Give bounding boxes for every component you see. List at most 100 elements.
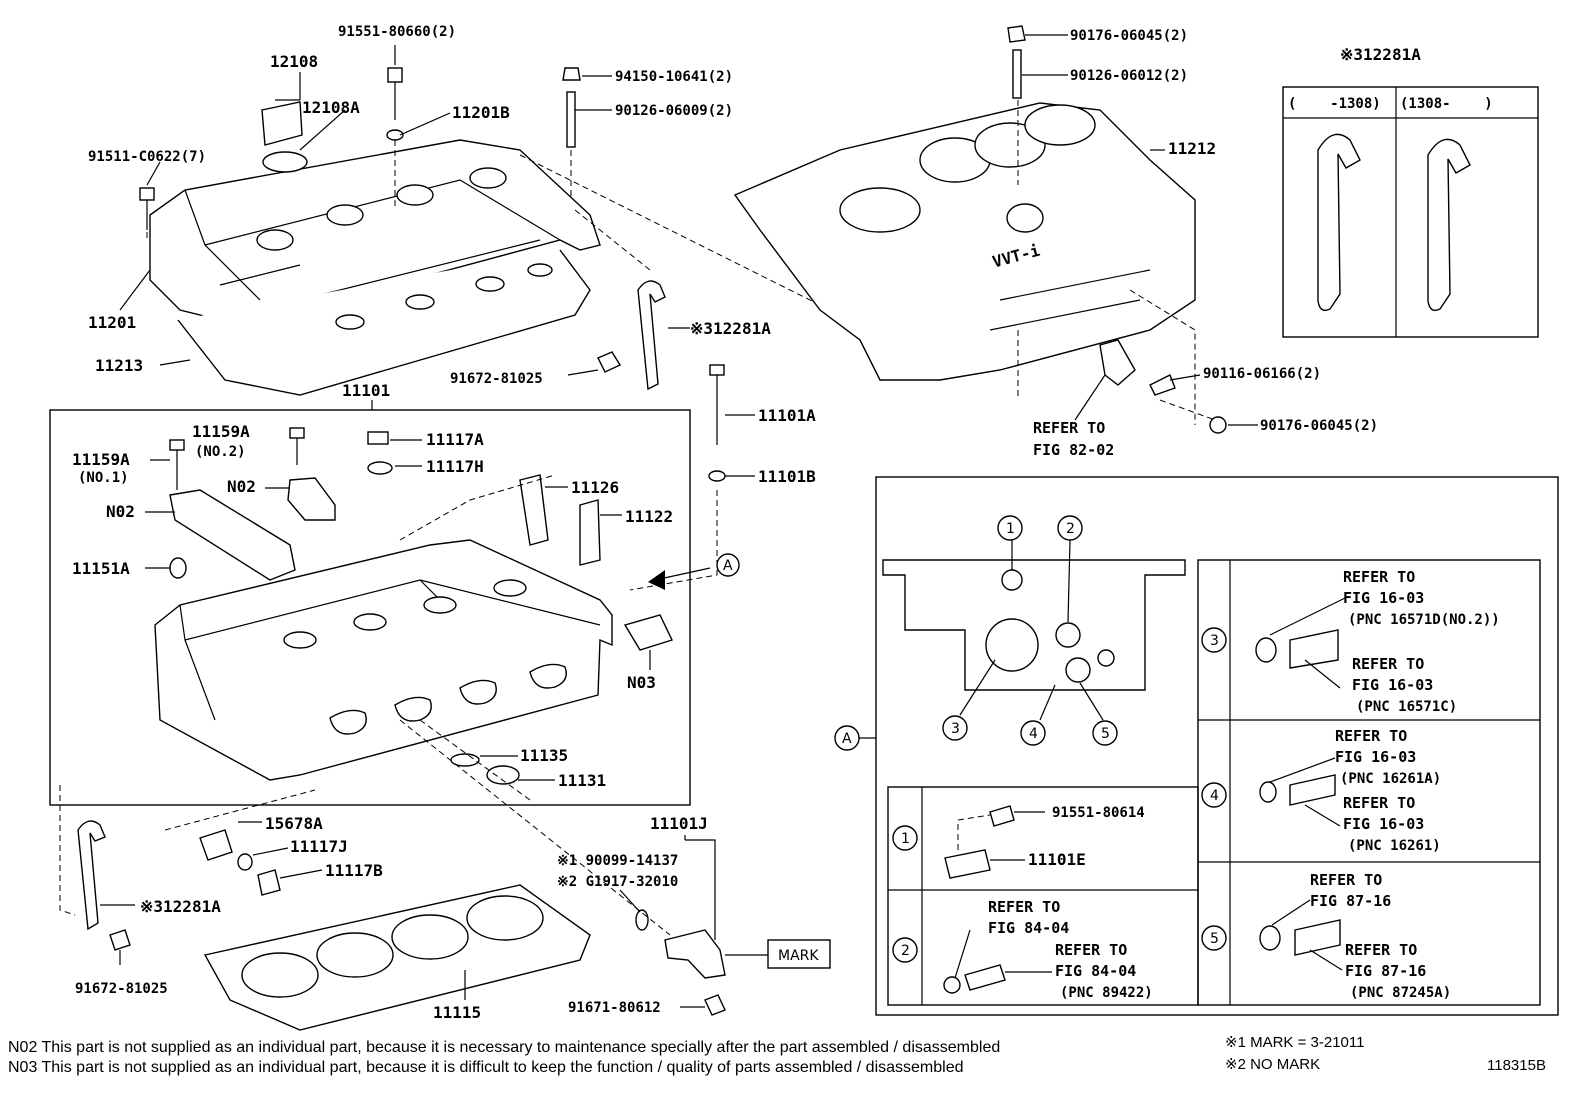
cylinder-head-cover-group: [139, 67, 871, 396]
d4-refer-2a: REFER TO: [1343, 794, 1415, 812]
label-N02-a: N02: [227, 477, 256, 496]
label-90176-06045-low: 90176-06045(2): [1260, 418, 1378, 434]
d2-refer-2a: REFER TO: [1055, 941, 1127, 959]
label-91672-81025-top: 91672-81025: [450, 371, 543, 387]
d3-refer-1a: REFER TO: [1343, 568, 1415, 586]
part-labels: 12108 12108A 91551-80660(2) 94150-10641(…: [72, 24, 1500, 1022]
leaders-cover: [1022, 34, 1258, 426]
label-11201B: 11201B: [452, 103, 510, 122]
label-refer-to-82: REFER TO: [1033, 419, 1105, 437]
label-15678A: 15678A: [265, 814, 323, 833]
detail-a-label: A: [842, 731, 852, 747]
cylinder-head-group: [154, 364, 740, 785]
label-94150-10641: 94150-10641(2): [615, 69, 733, 85]
label-11117J: 11117J: [290, 837, 348, 856]
d5-refer-2a: REFER TO: [1345, 941, 1417, 959]
callout-1: 1: [1006, 521, 1015, 537]
label-11101A: 11101A: [758, 406, 816, 425]
mark-legend-1: ※1 MARK = 3-21011: [1225, 1034, 1365, 1051]
label-11159A-no1: 11159A: [72, 450, 130, 469]
engine-cover-group: VVT-i: [733, 25, 1227, 434]
mark-box: [767, 939, 831, 969]
label-90176-06045-top: 90176-06045(2): [1070, 28, 1188, 44]
label-fig-82-02: FIG 82-02: [1033, 441, 1114, 459]
d5-refer-1a: REFER TO: [1310, 871, 1382, 889]
d2-refer-1b: FIG 84-04: [988, 919, 1069, 937]
d2-refer-2b: FIG 84-04: [1055, 962, 1136, 980]
d4-pnc-2: (PNC 16261): [1348, 838, 1441, 854]
d3-refer-2b: FIG 16-03: [1352, 676, 1433, 694]
label-11122: 11122: [625, 507, 673, 526]
d5-pnc-2: (PNC 87245A): [1350, 985, 1451, 1001]
d1-label-91551-80614: 91551-80614: [1052, 805, 1145, 821]
label-12281A-mid: ※312281A: [690, 319, 771, 338]
label-11159A-no2-sub: (NO.2): [195, 444, 246, 460]
callout-5: 5: [1101, 726, 1110, 742]
d4-refer-2b: FIG 16-03: [1343, 815, 1424, 833]
detail-a-box: [875, 476, 1559, 1016]
label-11131: 11131: [558, 771, 606, 790]
label-A-arrow: A: [723, 558, 733, 574]
label-91511-C0622: 91511-C0622(7): [88, 149, 206, 165]
label-12281A-low: ※312281A: [140, 897, 221, 916]
label-11135: 11135: [520, 746, 568, 765]
label-11101B: 11101B: [758, 467, 816, 486]
label-N03: N03: [627, 673, 656, 692]
hanger-inset: [1282, 86, 1539, 338]
label-mark: MARK: [778, 948, 819, 964]
label-G1917-32010: ※2 G1917-32010: [557, 874, 678, 890]
leaders-top-left: [119, 45, 612, 366]
d5-refer-1b: FIG 87-16: [1310, 892, 1391, 910]
label-90099-14137: ※1 90099-14137: [557, 853, 678, 869]
label-12108A: 12108A: [302, 98, 360, 117]
box-callout-1: 1: [901, 831, 910, 847]
label-11126: 11126: [571, 478, 619, 497]
d3-refer-2a: REFER TO: [1352, 655, 1424, 673]
label-91672-81025-low: 91672-81025: [75, 981, 168, 997]
d4-refer-1b: FIG 16-03: [1335, 748, 1416, 766]
label-11117H: 11117H: [426, 457, 484, 476]
callout-4: 4: [1029, 726, 1038, 742]
mark-legend: ※1 MARK = 3-21011 ※2 NO MARK: [1225, 1032, 1364, 1076]
label-12108: 12108: [270, 52, 318, 71]
d2-refer-1a: REFER TO: [988, 898, 1060, 916]
d4-refer-1a: REFER TO: [1335, 727, 1407, 745]
inset-col-1: ( -1308): [1288, 96, 1381, 112]
label-11115: 11115: [433, 1003, 481, 1022]
box-callout-4: 4: [1210, 788, 1219, 804]
label-11117A: 11117A: [426, 430, 484, 449]
label-N02-b: N02: [106, 502, 135, 521]
engine-hanger-mid: [567, 280, 690, 391]
callout-3: 3: [951, 721, 960, 737]
d2-pnc: (PNC 89422): [1060, 985, 1153, 1001]
d3-pnc-1: (PNC 16571D(NO.2)): [1348, 612, 1500, 628]
detail-a-contents: [834, 515, 1541, 1006]
label-91671-80612: 91671-80612: [568, 1000, 661, 1016]
box-callout-2: 2: [901, 943, 910, 959]
label-91551-80660: 91551-80660(2): [338, 24, 456, 40]
d3-refer-1b: FIG 16-03: [1343, 589, 1424, 607]
label-11151A: 11151A: [72, 559, 130, 578]
leaders-main-box: [145, 414, 755, 781]
box-callout-3: 3: [1210, 633, 1219, 649]
label-11101J: 11101J: [650, 814, 708, 833]
mark-legend-2: ※2 NO MARK: [1225, 1056, 1321, 1073]
label-11159A-no2: 11159A: [192, 422, 250, 441]
label-11117B: 11117B: [325, 861, 383, 880]
d4-pnc-1: (PNC 16261A): [1340, 771, 1441, 787]
inset-title: ※312281A: [1340, 45, 1421, 64]
inset-col-2: (1308- ): [1400, 96, 1493, 112]
label-90126-06012: 90126-06012(2): [1070, 68, 1188, 84]
label-11201: 11201: [88, 313, 136, 332]
label-11159A-no1-sub: (NO.1): [78, 470, 129, 486]
footnotes: N02 This part is not supplied as an indi…: [8, 1038, 1000, 1078]
d5-refer-2b: FIG 87-16: [1345, 962, 1426, 980]
cylinder-head-box: [49, 409, 691, 806]
d1-label-11101E: 11101E: [1028, 850, 1086, 869]
label-11101: 11101: [342, 381, 390, 400]
figure-id: 118315B: [1487, 1057, 1546, 1074]
lower-parts-group: [59, 719, 768, 1031]
label-90116-06166: 90116-06166(2): [1203, 366, 1321, 382]
label-11213: 11213: [95, 356, 143, 375]
